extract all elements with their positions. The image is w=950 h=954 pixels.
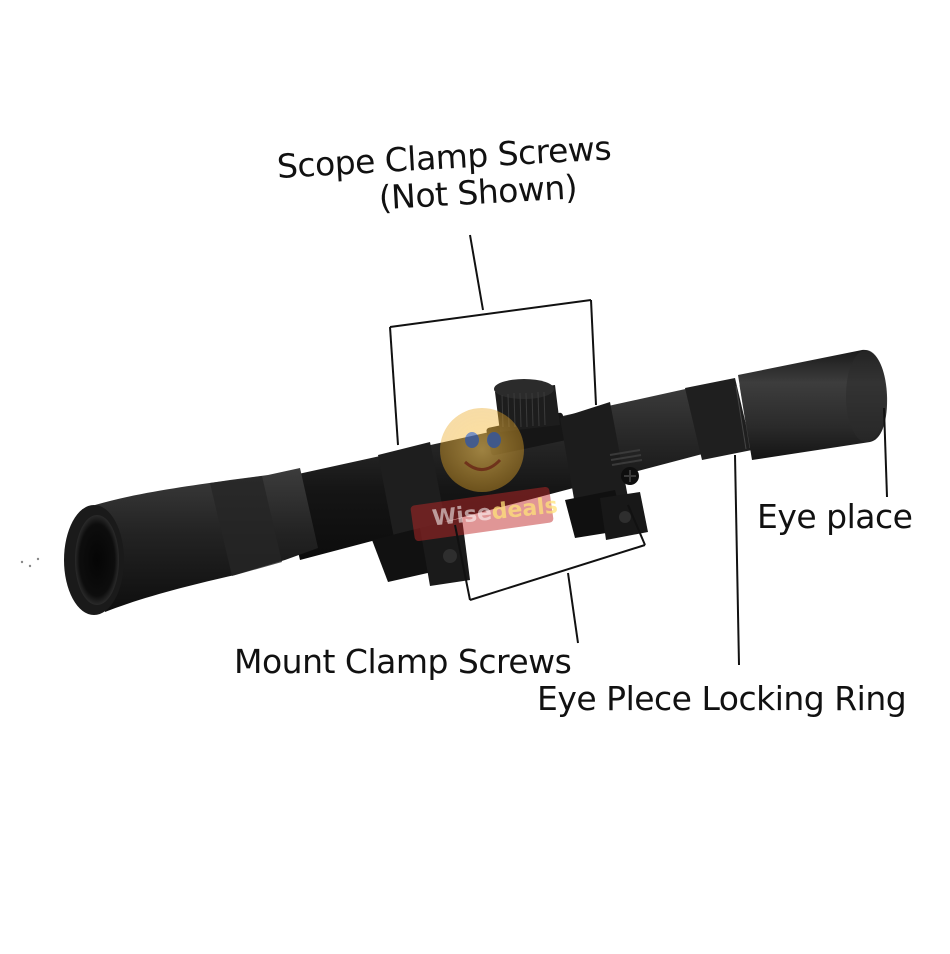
- watermark-banner: [410, 486, 554, 542]
- scope-clamp-pointer: [469, 234, 484, 311]
- mount-clamp-bracket-right: [627, 504, 646, 546]
- rear-scope-ring: [560, 402, 648, 540]
- label-mount-clamp-screws: Mount Clamp Screws: [234, 642, 572, 681]
- objective-lens: [75, 515, 119, 605]
- locking-ring-pointer: [734, 454, 740, 666]
- eye-place-pointer: [883, 407, 888, 498]
- scope-clamp-bracket-left: [389, 326, 399, 446]
- speck: [28, 564, 32, 568]
- speck: [20, 560, 24, 564]
- mount-clamp-bracket-bottom: [469, 544, 646, 601]
- mount-clamp-screw-front: [443, 549, 457, 563]
- mount-clamp-pointer: [567, 572, 579, 644]
- scope-clamp-bracket-top: [389, 299, 592, 328]
- objective-bell: [64, 468, 318, 615]
- label-eye-piece-locking-ring: Eye Plece Locking Ring: [537, 679, 907, 718]
- speck: [36, 557, 40, 561]
- label-scope-clamp-screws: Scope Clamp Screws (Not Shown): [276, 128, 614, 220]
- mount-clamp-screw-rear: [619, 511, 631, 523]
- eyepiece: [738, 349, 888, 460]
- scope-clamp-bracket-right: [590, 299, 597, 406]
- label-eye-place: Eye place: [757, 497, 913, 536]
- mount-clamp-bracket-left: [454, 524, 471, 601]
- watermark-mascot: [410, 408, 554, 542]
- front-mount-base: [372, 528, 432, 582]
- front-scope-ring: [372, 442, 470, 586]
- annotation-lines: [389, 234, 888, 666]
